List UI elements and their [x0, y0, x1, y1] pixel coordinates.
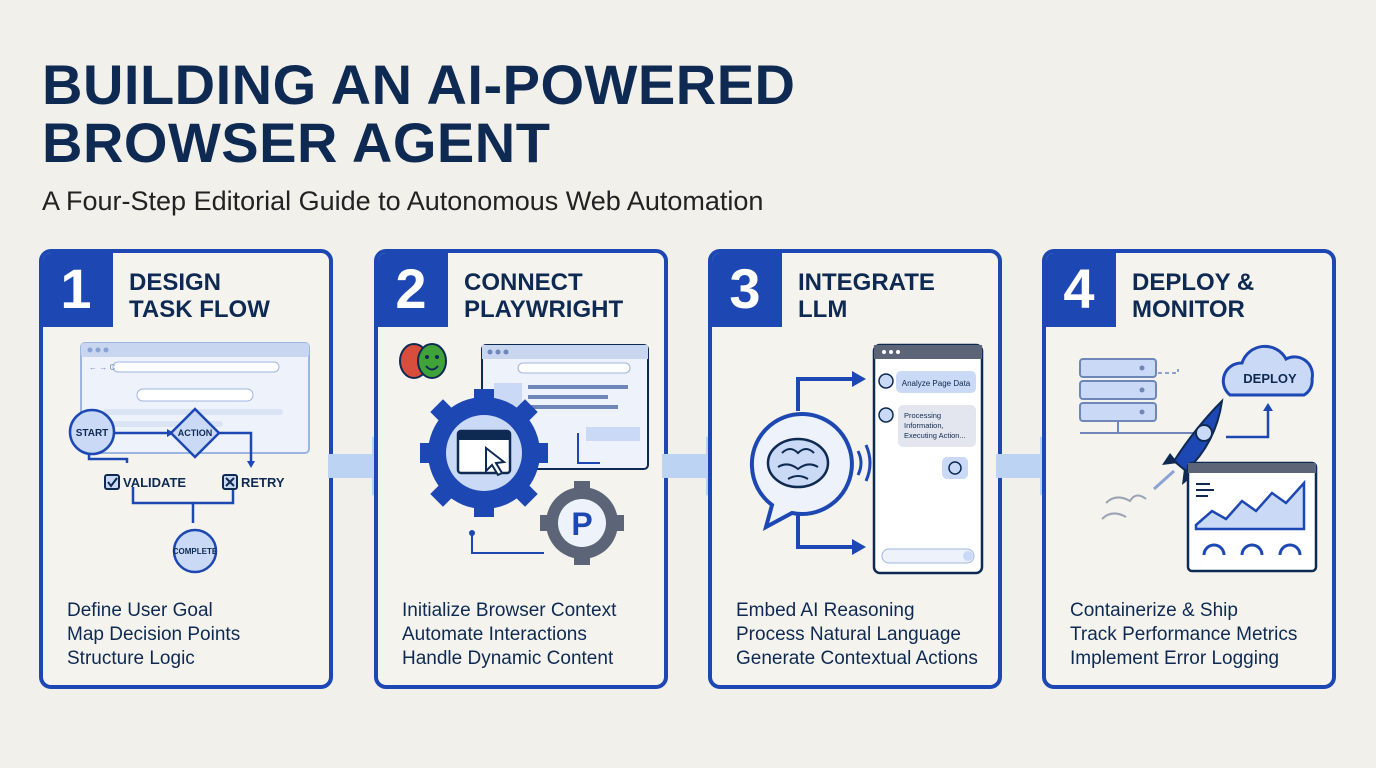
- ai-avatar-icon: [878, 407, 894, 423]
- rocket-icon: [1101, 398, 1224, 520]
- step-number-4: 4: [1046, 253, 1116, 327]
- step-lines-4: Containerize & Ship Track Performance Me…: [1070, 600, 1298, 669]
- checkbox-icon: [104, 474, 120, 490]
- step-lines-2: Initialize Browser Context Automate Inte…: [402, 600, 617, 669]
- step-lines-3: Embed AI Reasoning Process Natural Langu…: [736, 600, 978, 669]
- step-number-3: 3: [712, 253, 782, 327]
- gear-icon: [420, 389, 548, 517]
- validate-node: VALIDATE: [123, 475, 186, 490]
- server-stack-icon: [1079, 358, 1196, 434]
- retry-node: RETRY: [241, 475, 285, 490]
- chat-message-2-line-1: Processing: [904, 411, 941, 420]
- user-avatar-icon: [878, 373, 894, 389]
- complete-node: COMPLETE: [173, 547, 218, 556]
- svg-text:← → C: ← → C: [89, 363, 115, 372]
- step-card-3: 3 INTEGRATE LLM Analyze Page Data: [708, 249, 1002, 689]
- chat-window: Analyze Page Data Processing Information…: [872, 343, 984, 575]
- browser-window-icon: ← → C: [80, 342, 310, 454]
- chat-message-1: Analyze Page Data: [902, 379, 971, 388]
- cloud-icon: DEPLOY: [1221, 344, 1314, 397]
- page-title: BUILDING AN AI-POWERED BROWSER AGENT: [42, 56, 942, 172]
- chat-message-2-line-2: Information,: [904, 421, 944, 430]
- llm-illustration: Analyze Page Data Processing Information…: [749, 343, 984, 575]
- monitoring-dashboard: [1186, 461, 1318, 573]
- task-flow-diagram: ← → C START ACTION VALIDATE RETRY: [68, 342, 310, 574]
- playwright-illustration: P: [399, 343, 649, 565]
- deploy-illustration: DEPLOY: [1079, 344, 1318, 573]
- step-card-4: 4 DEPLOY & MONITOR DEPLOY: [1042, 249, 1336, 689]
- step-number-2: 2: [378, 253, 448, 327]
- cloud-label: DEPLOY: [1243, 371, 1297, 386]
- cursor-icon: [485, 445, 507, 477]
- send-icon: [963, 551, 973, 561]
- gear-p-icon: P: [540, 481, 624, 565]
- theater-masks-icon: [399, 343, 447, 379]
- chat-message-2-line-3: Executing Action...: [904, 431, 966, 440]
- title-line-2: BROWSER AGENT: [42, 111, 551, 174]
- step-lines-1: Define User Goal Map Decision Points Str…: [67, 600, 241, 669]
- svg-text:P: P: [571, 506, 592, 542]
- step-title-2: CONNECT PLAYWRIGHT: [464, 269, 624, 323]
- title-line-1: BUILDING AN AI-POWERED: [42, 53, 796, 116]
- step-title-1: DESIGN TASK FLOW: [129, 269, 270, 323]
- step-title-4: DEPLOY & MONITOR: [1132, 269, 1255, 323]
- start-node: START: [76, 428, 109, 439]
- step-title-3: INTEGRATE LLM: [798, 269, 935, 323]
- step-card-1: 1 DESIGN TASK FLOW ← → C START: [39, 249, 333, 689]
- action-node: ACTION: [178, 428, 213, 438]
- ai-logo-icon: [942, 457, 968, 479]
- step-card-2: 2 CONNECT PLAYWRIGHT: [374, 249, 668, 689]
- page-subtitle: A Four-Step Editorial Guide to Autonomou…: [42, 186, 764, 216]
- brain-icon: [749, 411, 872, 531]
- step-number-1: 1: [43, 253, 113, 327]
